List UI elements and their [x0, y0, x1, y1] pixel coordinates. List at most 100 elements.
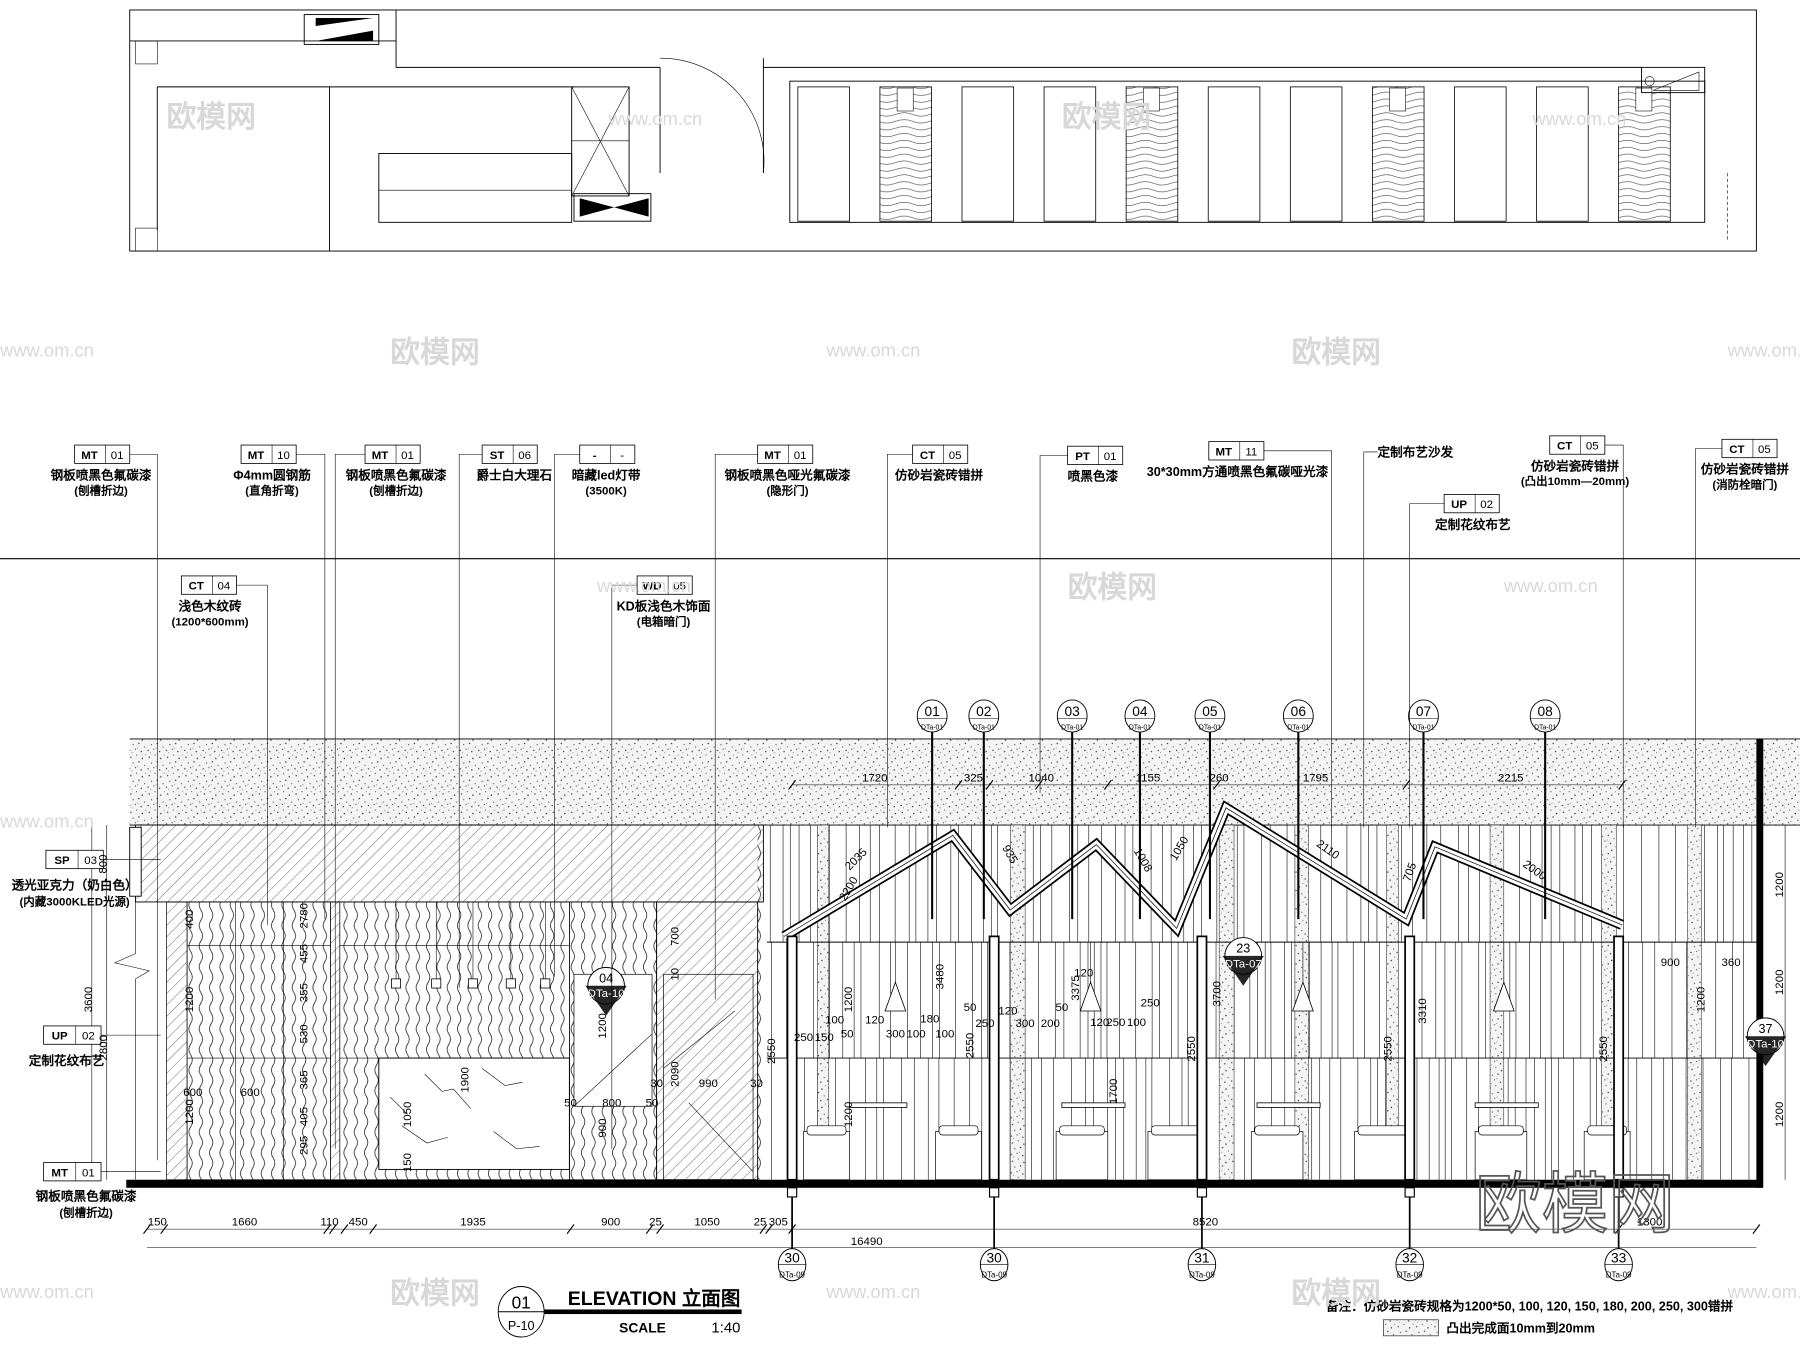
steel-column	[1613, 935, 1625, 1181]
dimension-interior: 1200	[843, 987, 855, 1013]
notes: 备注：仿砂岩瓷砖规格为1200*50, 100, 120, 150, 180, …	[1325, 1299, 1734, 1337]
pendant-light-icon	[391, 978, 402, 989]
material-name: 30*30mm方通喷黑色氟碳哑光漆	[1147, 464, 1329, 479]
dimension-interior: 1200	[1696, 987, 1708, 1013]
marker-sheet: DTa-09	[981, 1270, 1007, 1279]
dim-tick	[1752, 1224, 1761, 1235]
watermark-url: www.om.cn	[826, 1281, 921, 1302]
dimension-bottom: 150	[148, 1217, 167, 1229]
marker-number: 31	[1194, 1250, 1209, 1265]
bay-fixture	[1143, 87, 1160, 112]
dim-tick	[1103, 779, 1112, 790]
marker-number: 33	[1611, 1250, 1627, 1265]
detail-sheet: DTa-01	[921, 725, 943, 732]
title-ref-number: 01	[512, 1292, 531, 1312]
chair	[1474, 1131, 1528, 1181]
material-note: (隐形门)	[766, 483, 808, 497]
chair	[1055, 1131, 1109, 1181]
material-code: UP	[1451, 499, 1467, 511]
material-note: (凸出10mm—20mm)	[1521, 474, 1630, 488]
callout-leader	[1409, 503, 1445, 828]
callout-leader	[887, 453, 913, 828]
callout-leader	[714, 453, 758, 1000]
hidden-door	[656, 901, 759, 1181]
dimension-interior: 100	[825, 1015, 844, 1027]
material-code: PT	[1075, 451, 1090, 463]
material-note: (1200*600mm)	[171, 616, 248, 628]
marker-sheet: DTa-09	[1606, 1270, 1632, 1279]
dimension-interior: 10	[669, 968, 681, 981]
dimension-interior: 100	[935, 1028, 954, 1040]
table-top	[849, 1102, 908, 1108]
dim-tick	[1402, 779, 1411, 790]
dimension-interior: 700	[669, 927, 681, 946]
pendant-lamp-icon	[1292, 981, 1314, 1012]
dimension-interior: 2550	[1186, 1036, 1198, 1062]
dimension-interior: 200	[1041, 1018, 1060, 1030]
dim-tick	[1614, 1224, 1623, 1235]
watermark-logo: 欧模网	[390, 336, 479, 369]
dimension-interior: 1008	[1131, 846, 1154, 874]
watermark-logo: 欧模网	[390, 1278, 479, 1311]
dimension-interior: 30	[650, 1078, 663, 1090]
chair	[1250, 1131, 1304, 1181]
chair-back	[1059, 1125, 1105, 1136]
title-ref-sheet: P-10	[508, 1319, 535, 1333]
dimension-interior: 800	[602, 1097, 621, 1109]
dimension-interior: 50	[964, 1002, 977, 1014]
callout-leader	[129, 453, 158, 1161]
detail-sheet: DTa-01	[1061, 725, 1083, 732]
watermark-url: www.om.cn	[596, 575, 691, 596]
dimension-interior: 2550	[964, 1033, 976, 1059]
material-code: UP	[52, 1031, 68, 1043]
watermark-logo: 欧模网	[166, 101, 255, 134]
plan-bay	[1207, 86, 1261, 222]
pendant-light-icon	[540, 978, 551, 989]
material-number: 05	[1586, 441, 1599, 453]
column-base	[1196, 1187, 1208, 1198]
dimension-bottom: 25	[649, 1217, 662, 1229]
material-name: 浅色木纹砖	[179, 598, 242, 613]
dim-tick	[954, 779, 963, 790]
chair	[803, 1131, 850, 1181]
dimension-top: 1795	[1303, 772, 1329, 784]
column-base	[786, 1187, 798, 1198]
dimension-bottom: 1935	[460, 1217, 486, 1229]
marker-number: 32	[1402, 1250, 1417, 1265]
dimension-left: 3600	[83, 987, 95, 1013]
dimension-interior: 120	[1090, 1017, 1109, 1029]
chair	[1354, 1131, 1413, 1181]
dim-tick	[1035, 779, 1043, 790]
dimension-interior: 1900	[459, 1067, 471, 1093]
dimension-interior: 530	[299, 1024, 311, 1043]
dimension-bottom: 8520	[1193, 1217, 1219, 1229]
dimension-interior: 30	[750, 1078, 763, 1090]
chair-back	[1151, 1125, 1203, 1136]
material-name: 定制布艺沙发	[1378, 445, 1454, 460]
dimension-bottom: 900	[601, 1217, 620, 1229]
section-sheet: DTa-10	[588, 988, 625, 1000]
dimension-interior: 1050	[402, 1102, 414, 1128]
dimension-interior: 1200	[184, 987, 196, 1013]
dim-tick	[1212, 779, 1221, 790]
chair	[1147, 1131, 1206, 1181]
material-name: Φ4mm圆钢筋	[233, 467, 311, 482]
pendant-lamp-icon	[884, 981, 907, 1012]
dimension-top: 2215	[1498, 772, 1524, 784]
plan-bay	[797, 86, 850, 222]
detail-number: 06	[1291, 704, 1307, 719]
dimension-interior: 365	[299, 1070, 311, 1089]
callout-leader	[1604, 444, 1624, 828]
callout-leader	[1263, 450, 1332, 828]
dimension-interior: 300	[886, 1028, 905, 1040]
dimension-interior: 2780	[299, 903, 311, 929]
dimension-interior: 150	[815, 1032, 834, 1044]
detail-number: 02	[976, 704, 991, 719]
